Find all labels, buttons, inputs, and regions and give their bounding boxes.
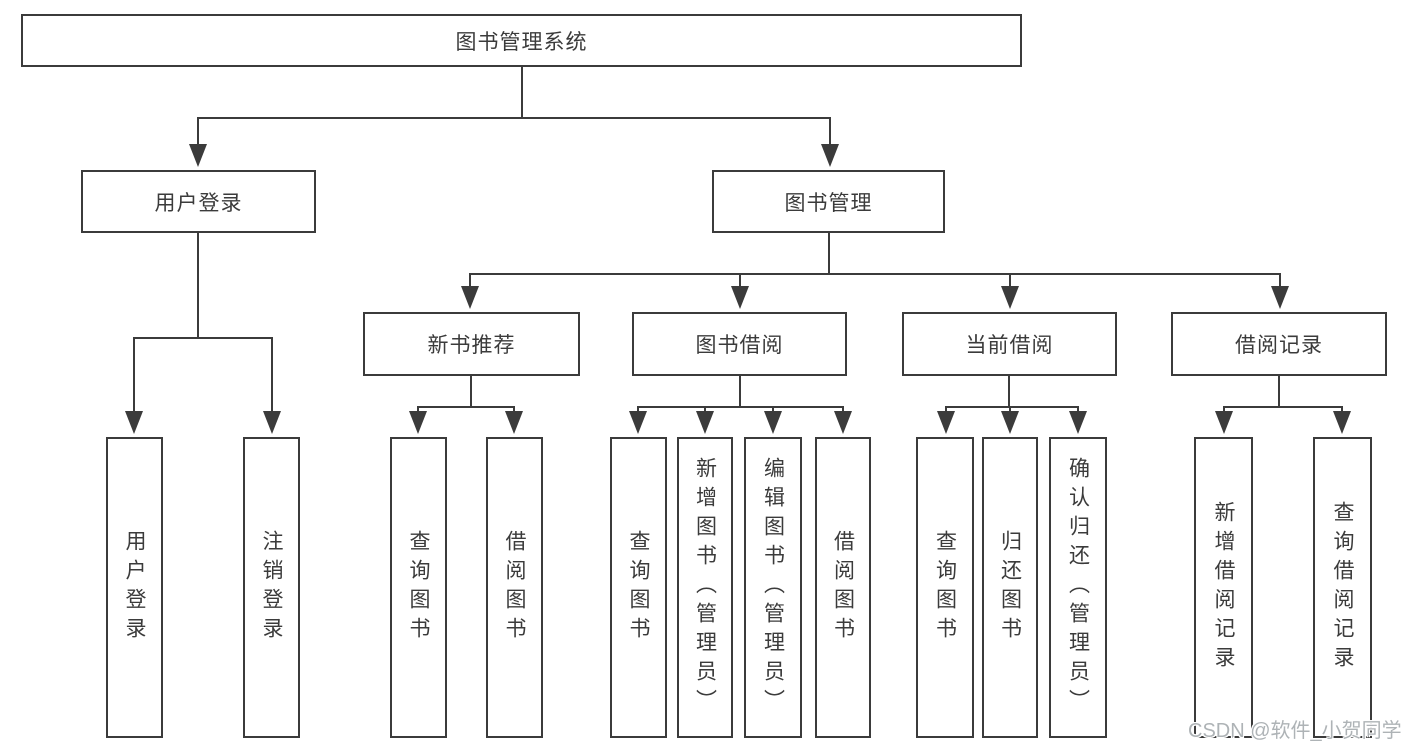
leaf-borrow-books: 借阅图书: [815, 437, 871, 738]
node-label: 借阅记录: [1235, 334, 1323, 357]
arrowhead-down-icon: [1333, 411, 1351, 434]
arrowhead-down-icon: [409, 411, 427, 434]
node-borrowing-records: 借阅记录: [1171, 312, 1387, 376]
leaf-label: 注销登录: [260, 529, 283, 646]
arrow-shaft: [417, 406, 419, 413]
connector-borrowing-branch: [637, 406, 844, 408]
leaf-query-books-recommend: 查询图书: [390, 437, 447, 738]
arrowhead-down-icon: [696, 411, 714, 434]
connector-book-management-branch: [469, 273, 1281, 275]
arrow-shaft: [469, 273, 471, 288]
leaf-label: 确认归还（管理员）: [1066, 457, 1090, 718]
node-label: 图书借阅: [695, 334, 784, 357]
leaf-label: 查询借阅记录: [1331, 500, 1354, 675]
leaf-label: 查询图书: [407, 529, 430, 646]
arrowhead-down-icon: [764, 411, 782, 434]
leaf-query-books-borrowing: 查询图书: [610, 437, 667, 738]
leaf-label: 新增借阅记录: [1212, 500, 1235, 675]
leaf-label: 借阅图书: [831, 529, 855, 646]
leaf-label: 编辑图书（管理员）: [761, 457, 785, 718]
node-label: 新书推荐: [427, 334, 516, 357]
arrowhead-down-icon: [937, 411, 955, 434]
arrow-shaft: [1223, 406, 1225, 413]
arrow-shaft: [704, 406, 706, 413]
arrowhead-down-icon: [1001, 286, 1019, 309]
connector-borrowing-stub: [739, 376, 741, 408]
leaf-edit-books-admin: 编辑图书（管理员）: [744, 437, 802, 738]
arrow-shaft: [842, 406, 844, 413]
csdn-watermark: CSDN @软件_小贺同学: [1188, 720, 1402, 742]
connector-records-branch: [1223, 406, 1343, 408]
leaf-label: 查询图书: [627, 529, 650, 646]
connector-book-management-stub: [828, 233, 830, 275]
arrowhead-down-icon: [1069, 411, 1087, 434]
connector-root-stub: [521, 67, 523, 118]
arrowhead-down-icon: [1001, 411, 1019, 434]
node-new-book-recommendation: 新书推荐: [363, 312, 580, 376]
arrow-shaft: [513, 406, 515, 413]
leaf-query-books-current: 查询图书: [916, 437, 974, 738]
leaf-label: 查询图书: [933, 529, 957, 646]
arrowhead-down-icon: [731, 286, 749, 309]
arrowhead-down-icon: [629, 411, 647, 434]
arrow-shaft: [637, 406, 639, 413]
leaf-label: 借阅图书: [503, 529, 526, 646]
leaf-label: 归还图书: [998, 529, 1022, 646]
arrowhead-down-icon: [821, 144, 839, 167]
arrowhead-down-icon: [834, 411, 852, 434]
arrow-shaft: [197, 117, 199, 146]
node-book-borrowing: 图书借阅: [632, 312, 847, 376]
connector-current-branch: [945, 406, 1079, 408]
node-book-management: 图书管理: [712, 170, 945, 233]
arrow-shaft: [133, 337, 135, 413]
node-label: 用户登录: [154, 191, 243, 215]
node-label: 图书管理系统: [455, 30, 588, 54]
arrow-shaft: [829, 117, 831, 146]
arrowhead-down-icon: [125, 411, 143, 434]
arrowhead-down-icon: [1215, 411, 1233, 434]
leaf-query-borrow-record: 查询借阅记录: [1313, 437, 1372, 738]
arrowhead-down-icon: [461, 286, 479, 309]
arrow-shaft: [1077, 406, 1079, 413]
node-user-login: 用户登录: [81, 170, 316, 233]
leaf-add-borrow-record: 新增借阅记录: [1194, 437, 1253, 738]
leaf-label: 用户登录: [123, 529, 146, 646]
leaf-borrow-books-recommend: 借阅图书: [486, 437, 543, 738]
connector-records-stub: [1278, 376, 1280, 408]
arrow-shaft: [739, 273, 741, 288]
arrowhead-down-icon: [505, 411, 523, 434]
arrow-shaft: [772, 406, 774, 413]
arrow-shaft: [945, 406, 947, 413]
arrow-shaft: [271, 337, 273, 413]
leaf-label: 新增图书（管理员）: [693, 457, 717, 718]
connector-recommend-branch: [417, 406, 515, 408]
leaf-return-books: 归还图书: [982, 437, 1038, 738]
connector-user-login-branch: [133, 337, 273, 339]
arrow-shaft: [1009, 406, 1011, 413]
node-label: 图书管理: [784, 191, 873, 215]
arrowhead-down-icon: [263, 411, 281, 434]
arrow-shaft: [1009, 273, 1011, 288]
arrowhead-down-icon: [189, 144, 207, 167]
connector-root-branch: [197, 117, 831, 119]
arrow-shaft: [1279, 273, 1281, 288]
leaf-confirm-return-admin: 确认归还（管理员）: [1049, 437, 1107, 738]
connector-recommend-stub: [470, 376, 472, 408]
node-library-management-system: 图书管理系统: [21, 14, 1022, 67]
connector-current-stub: [1008, 376, 1010, 408]
arrowhead-down-icon: [1271, 286, 1289, 309]
connector-user-login-stub: [197, 233, 199, 339]
node-current-borrowing: 当前借阅: [902, 312, 1117, 376]
node-label: 当前借阅: [965, 334, 1054, 357]
leaf-add-books-admin: 新增图书（管理员）: [677, 437, 733, 738]
leaf-user-login: 用户登录: [106, 437, 163, 738]
leaf-logout: 注销登录: [243, 437, 300, 738]
arrow-shaft: [1341, 406, 1343, 413]
